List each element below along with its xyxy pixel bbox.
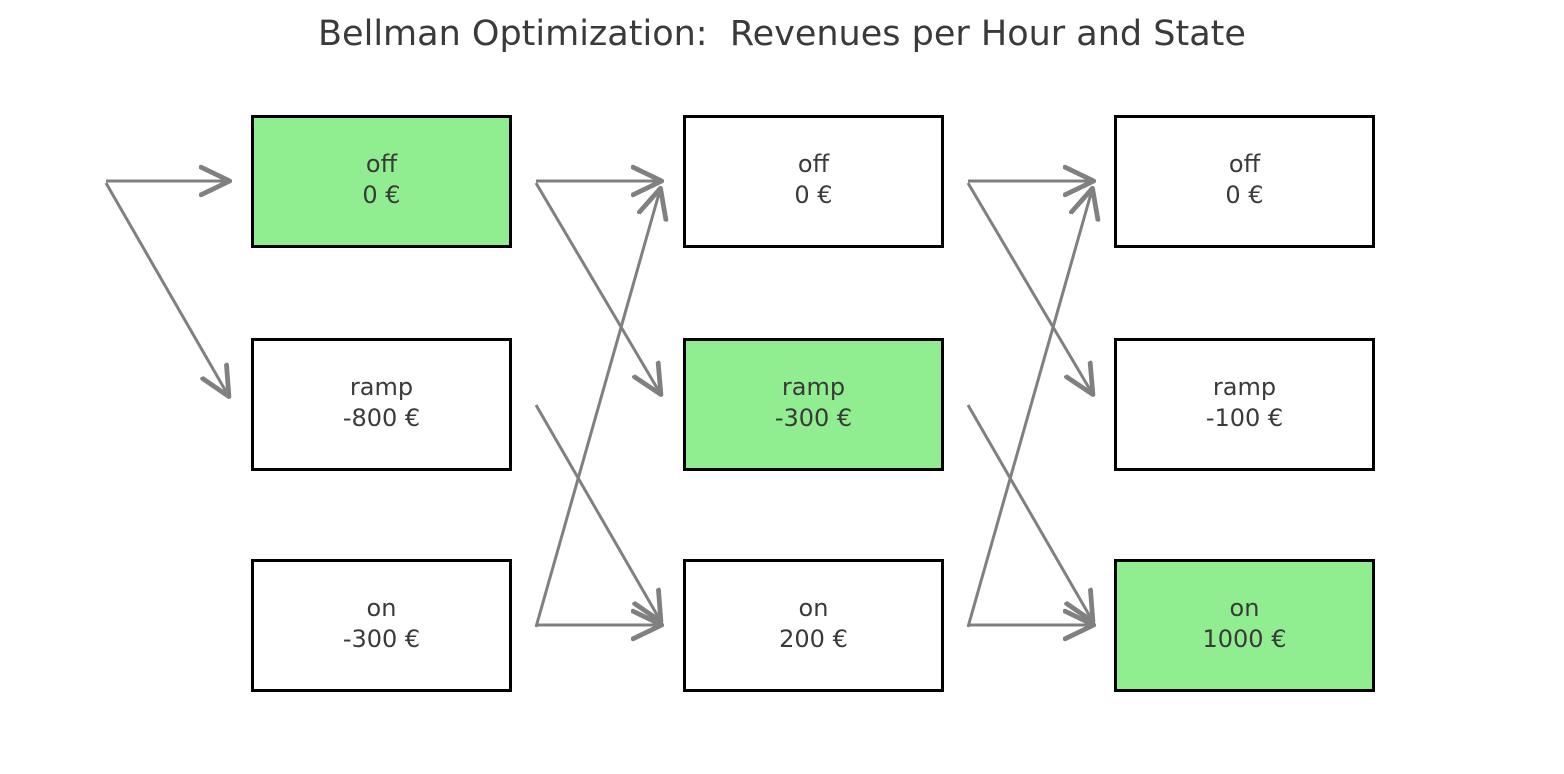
node-hour2-off[interactable]: off 0 € [683, 115, 944, 248]
arrow-h2-on-to-h3-off [966, 190, 1092, 628]
arrow-h2-off-to-h3-ramp [966, 182, 1092, 393]
node-state-label: on [798, 594, 829, 622]
node-state-label: off [365, 150, 398, 178]
node-state-label: ramp [349, 373, 414, 401]
arrow-h1-on-to-h2-off [534, 190, 660, 628]
node-hour1-on[interactable]: on -300 € [251, 559, 512, 692]
node-value-label: 1000 € [1202, 625, 1287, 653]
arrow-h1-ramp-to-h2-on [534, 404, 660, 620]
node-value-label: 200 € [779, 625, 848, 653]
node-state-label: ramp [781, 373, 846, 401]
page-title: Bellman Optimization: Revenues per Hour … [318, 14, 1246, 54]
node-value-label: 0 € [1225, 181, 1264, 209]
node-hour3-ramp[interactable]: ramp -100 € [1114, 338, 1375, 471]
node-value-label: -300 € [774, 404, 853, 432]
node-value-label: 0 € [794, 181, 833, 209]
node-hour1-ramp[interactable]: ramp -800 € [251, 338, 512, 471]
node-state-label: on [1229, 594, 1260, 622]
arrow-h1-off-to-h2-ramp [534, 182, 660, 393]
node-value-label: 0 € [362, 181, 401, 209]
node-state-label: ramp [1212, 373, 1277, 401]
node-state-label: on [366, 594, 397, 622]
node-hour2-on[interactable]: on 200 € [683, 559, 944, 692]
arrow-h2-ramp-to-h3-on [966, 404, 1092, 620]
node-hour3-on[interactable]: on 1000 € [1114, 559, 1375, 692]
node-value-label: -300 € [342, 625, 421, 653]
node-state-label: off [797, 150, 830, 178]
node-value-label: -800 € [342, 404, 421, 432]
node-hour3-off[interactable]: off 0 € [1114, 115, 1375, 248]
arrow-start-to-h1-ramp [104, 182, 228, 395]
node-hour2-ramp[interactable]: ramp -300 € [683, 338, 944, 471]
node-value-label: -100 € [1205, 404, 1284, 432]
node-hour1-off[interactable]: off 0 € [251, 115, 512, 248]
node-state-label: off [1228, 150, 1261, 178]
